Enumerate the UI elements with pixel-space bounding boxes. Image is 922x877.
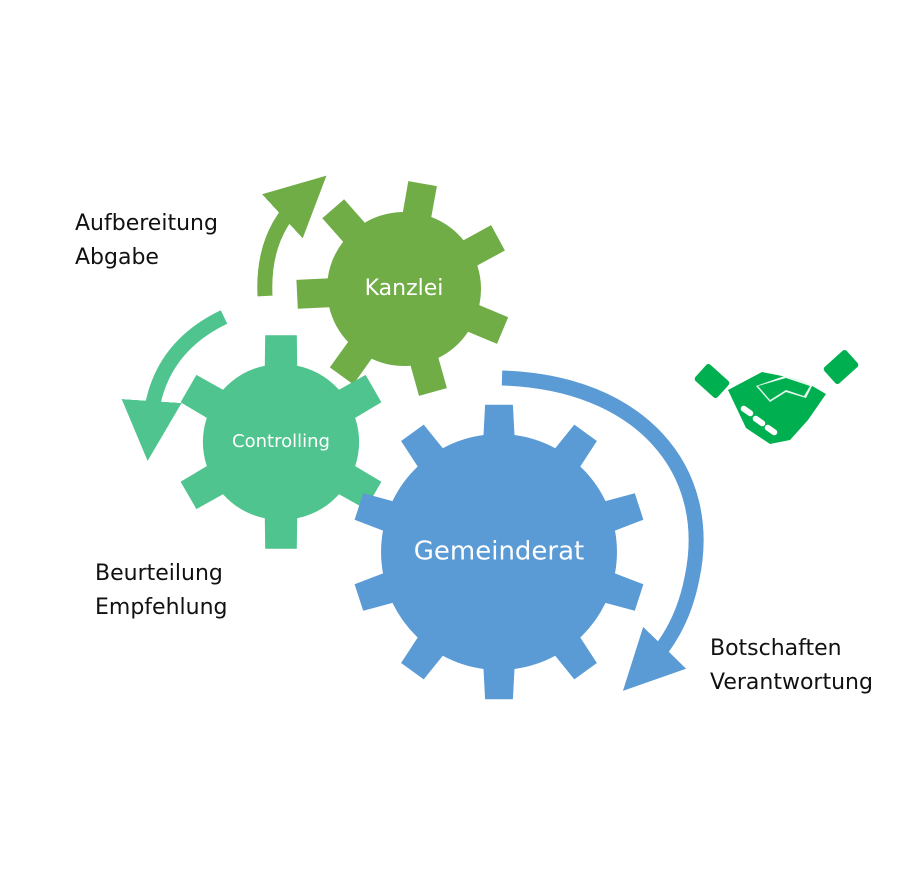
caption-aufbereitung: Aufbereitung Abgabe	[75, 207, 218, 275]
caption-line: Botschaften	[710, 636, 842, 661]
handshake-icon	[694, 350, 859, 444]
arrow-controlling-cycle	[121, 310, 228, 461]
caption-beurteilung: Beurteilung Empfehlung	[95, 557, 227, 625]
caption-line: Beurteilung	[95, 561, 223, 586]
caption-botschaften: Botschaften Verantwortung	[710, 632, 873, 700]
caption-line: Empfehlung	[95, 595, 228, 620]
gemeinderat-gear	[354, 404, 644, 700]
kanzlei-gear	[296, 181, 509, 396]
gemeinderat-label: Gemeinderat	[414, 537, 585, 567]
arrow-gemeinderat-cycle	[501, 370, 704, 691]
caption-line: Verantwortung	[710, 670, 873, 695]
caption-line: Aufbereitung	[75, 211, 218, 236]
kanzlei-label: Kanzlei	[365, 276, 444, 301]
caption-line: Abgabe	[75, 245, 159, 270]
arrow-kanzlei-cycle	[257, 175, 327, 297]
controlling-label: Controlling	[232, 431, 330, 452]
controlling-gear	[180, 335, 382, 549]
